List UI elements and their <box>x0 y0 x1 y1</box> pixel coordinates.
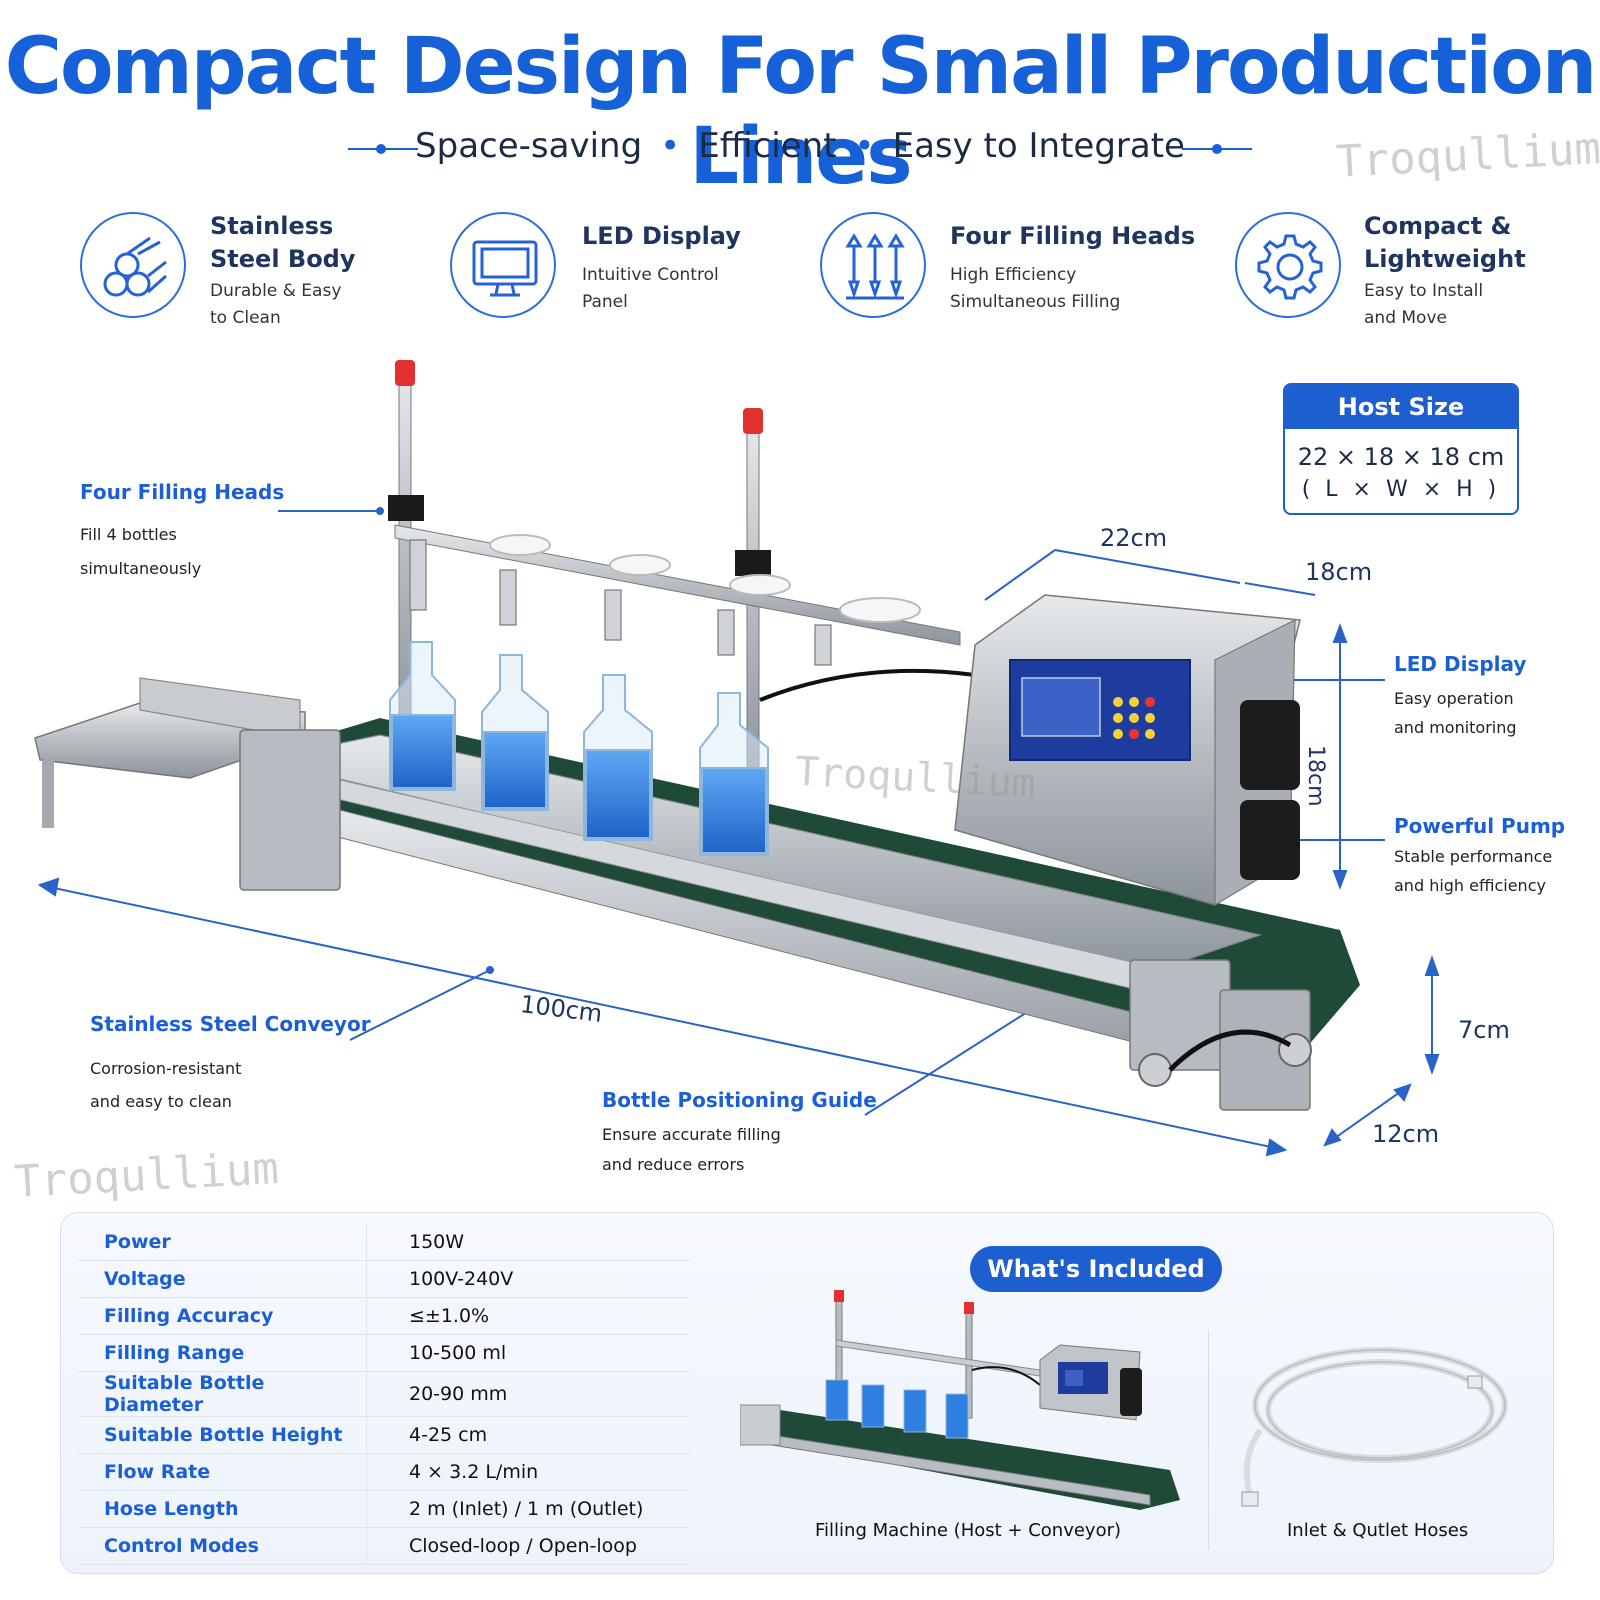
callout-guide-title: Bottle Positioning Guide <box>602 1088 877 1112</box>
spec-value: 10-500 ml <box>366 1334 690 1372</box>
feature-compact-desc: Easy to Install and Move <box>1364 281 1484 328</box>
spec-value: 20-90 mm <box>366 1371 690 1417</box>
callout-filling-heads-title: Four Filling Heads <box>80 480 285 504</box>
feature-led-desc: Intuitive Control Panel <box>582 265 719 312</box>
host-size-box: Host Size 22 × 18 × 18 cm ( L × W × H ) <box>1283 383 1519 515</box>
host-size-title: Host Size <box>1285 385 1517 429</box>
spec-key: Hose Length <box>78 1490 367 1528</box>
callout-pump-title: Powerful Pump <box>1394 814 1566 838</box>
feature-steel-desc: Durable & Easy to Clean <box>210 281 342 328</box>
dim-host-height: 18cm <box>1303 745 1328 807</box>
feature-heads-circle <box>820 212 926 318</box>
feature-compact-circle <box>1235 212 1341 318</box>
feature-compact-title: Compact & Lightweight <box>1364 212 1526 273</box>
callout-conveyor-title: Stainless Steel Conveyor <box>90 1012 371 1036</box>
feature-steel-title: Stainless Steel Body <box>210 212 356 273</box>
feature-heads-desc: High Efficiency Simultaneous Filling <box>950 265 1121 312</box>
subtitle-item-space: Space-saving <box>415 126 643 166</box>
subtitle-left-dot <box>376 144 386 154</box>
host-size-dims: 22 × 18 × 18 cm <box>1297 443 1505 471</box>
included-hoses-image <box>1241 1347 1508 1507</box>
spec-key: Filling Accuracy <box>78 1297 367 1335</box>
included-divider <box>1208 1330 1209 1550</box>
spec-key: Flow Rate <box>78 1453 367 1491</box>
included-item-machine: Filling Machine (Host + Conveyor) <box>815 1520 1122 1541</box>
spec-value: 100V-240V <box>366 1260 690 1298</box>
monitor-icon <box>472 240 538 297</box>
dim-host-width: 18cm <box>1305 558 1373 586</box>
spec-key: Control Modes <box>78 1527 367 1565</box>
page-title: Compact Design For Small Production Line… <box>4 22 1598 202</box>
feature-led-circle <box>450 212 556 318</box>
feature-steel-circle <box>80 212 186 318</box>
spec-value: 150W <box>366 1224 690 1261</box>
dim-conveyor-height: 7cm <box>1458 1016 1510 1044</box>
feature-heads-title: Four Filling Heads <box>950 222 1196 250</box>
filling-machine-illustration <box>34 360 1440 1157</box>
spec-key: Power <box>78 1224 367 1261</box>
dim-conveyor-width: 12cm <box>1372 1120 1440 1148</box>
spec-value: 4-25 cm <box>366 1416 690 1454</box>
gear-icon <box>1257 234 1323 300</box>
callout-conveyor-text: Corrosion-resistant and easy to clean <box>90 1059 242 1111</box>
spec-key: Suitable Bottle Diameter <box>78 1371 367 1417</box>
spec-key: Filling Range <box>78 1334 367 1372</box>
spec-key: Voltage <box>78 1260 367 1298</box>
whats-included-badge: What's Included <box>970 1246 1222 1292</box>
callout-pump-text: Stable performance and high efficiency <box>1394 847 1553 895</box>
filling-heads-icon <box>845 233 905 300</box>
callout-led-text: Easy operation and monitoring <box>1394 689 1517 737</box>
feature-led-title: LED Display <box>582 222 741 250</box>
spec-value: ≤±1.0% <box>366 1297 690 1335</box>
subtitle-item-integrate: Easy to Integrate <box>892 126 1185 166</box>
callout-filling-heads-text: Fill 4 bottles simultaneously <box>80 525 202 578</box>
callout-led-title: LED Display <box>1394 652 1527 676</box>
subtitle-right-dot <box>1212 144 1222 154</box>
subtitle: Space-saving•Efficient•Easy to Integrate <box>415 126 1185 166</box>
subtitle-item-efficient: Efficient <box>698 126 837 166</box>
spec-value: 2 m (Inlet) / 1 m (Outlet) <box>366 1490 690 1528</box>
callout-guide-text: Ensure accurate filling and reduce error… <box>602 1125 781 1174</box>
host-size-units: ( L × W × H ) <box>1301 477 1501 502</box>
included-item-hoses: Inlet & Qutlet Hoses <box>1287 1520 1469 1541</box>
spec-value: 4 × 3.2 L/min <box>366 1453 690 1491</box>
spec-row: Filling Accuracy≤±1.0% <box>78 1297 690 1335</box>
dim-host-length: 22cm <box>1100 524 1168 552</box>
included-machine-image <box>740 1290 1180 1510</box>
spec-key: Suitable Bottle Height <box>78 1416 367 1454</box>
pipes-icon <box>103 236 167 297</box>
spec-value: Closed-loop / Open-loop <box>366 1527 690 1565</box>
